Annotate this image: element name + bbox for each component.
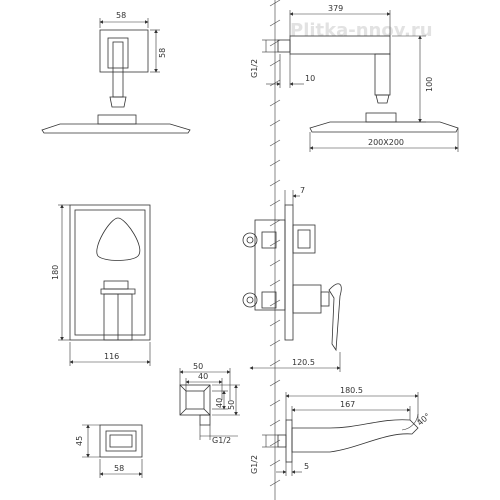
dim-head-height [150, 29, 160, 73]
dim-head-height-label: 58 [158, 48, 167, 58]
dim-box-g12-label: G1/2 [212, 436, 231, 445]
dim-head-width [99, 18, 149, 28]
dim-ten [266, 54, 304, 88]
dim-hundred-label: 100 [425, 77, 434, 92]
dim-box-40b [212, 390, 228, 410]
dim-plate-width [69, 342, 151, 366]
mixer-front-plate [69, 204, 151, 341]
dim-five [276, 462, 302, 476]
mixer-body-section [242, 204, 342, 352]
spout-side [277, 419, 419, 463]
dim-box-50a [179, 368, 231, 400]
dim-plate-height [58, 204, 70, 341]
dim-box-g12 [199, 425, 238, 440]
dim-arm-length [289, 10, 391, 36]
dim-box-40b-label: 40 [215, 398, 224, 408]
dim-depth [249, 352, 341, 372]
dim-rain-size [309, 128, 459, 152]
dim-head-width-label: 58 [116, 11, 126, 20]
small-square-fitting [99, 424, 143, 458]
dim-hundred [392, 35, 426, 123]
dim-spout-len [291, 406, 411, 420]
watermark: Plitka-nnov.ru [290, 20, 433, 41]
dim-depth-label: 120.5 [292, 358, 315, 367]
dim-seven [284, 190, 300, 205]
dim-spout-len-label: 167 [340, 400, 355, 409]
dim-angle [401, 413, 419, 431]
dim-seven-label: 7 [300, 186, 305, 195]
dim-rain-size-label: 200X200 [368, 138, 404, 147]
dim-box-40a [185, 378, 223, 400]
dim-g12-top [262, 39, 278, 53]
dim-box-50b-label: 50 [227, 400, 236, 410]
wall-section [269, 0, 281, 500]
shower-head-front [41, 29, 191, 134]
connection-box [179, 384, 211, 426]
dim-spout-total-label: 180.5 [340, 386, 363, 395]
dim-ten-label: 10 [305, 74, 315, 83]
dim-w58b [99, 459, 143, 478]
dim-five-label: 5 [304, 462, 309, 471]
dim-h45 [82, 424, 100, 458]
dim-spout-total [285, 392, 419, 422]
dim-h45-label: 45 [75, 436, 84, 446]
dim-arm-length-label: 379 [328, 4, 343, 13]
dim-g12-spout [262, 434, 278, 448]
dim-g12-spout-label: G1/2 [250, 455, 259, 474]
dim-w58b-label: 58 [114, 464, 124, 473]
dim-box-40a-label: 40 [198, 372, 208, 381]
dim-g12-top-label: G1/2 [250, 59, 259, 78]
dim-plate-width-label: 116 [104, 352, 119, 361]
dim-box-50a-label: 50 [193, 362, 203, 371]
dim-plate-height-label: 180 [51, 265, 60, 280]
dim-box-50b [212, 384, 240, 416]
